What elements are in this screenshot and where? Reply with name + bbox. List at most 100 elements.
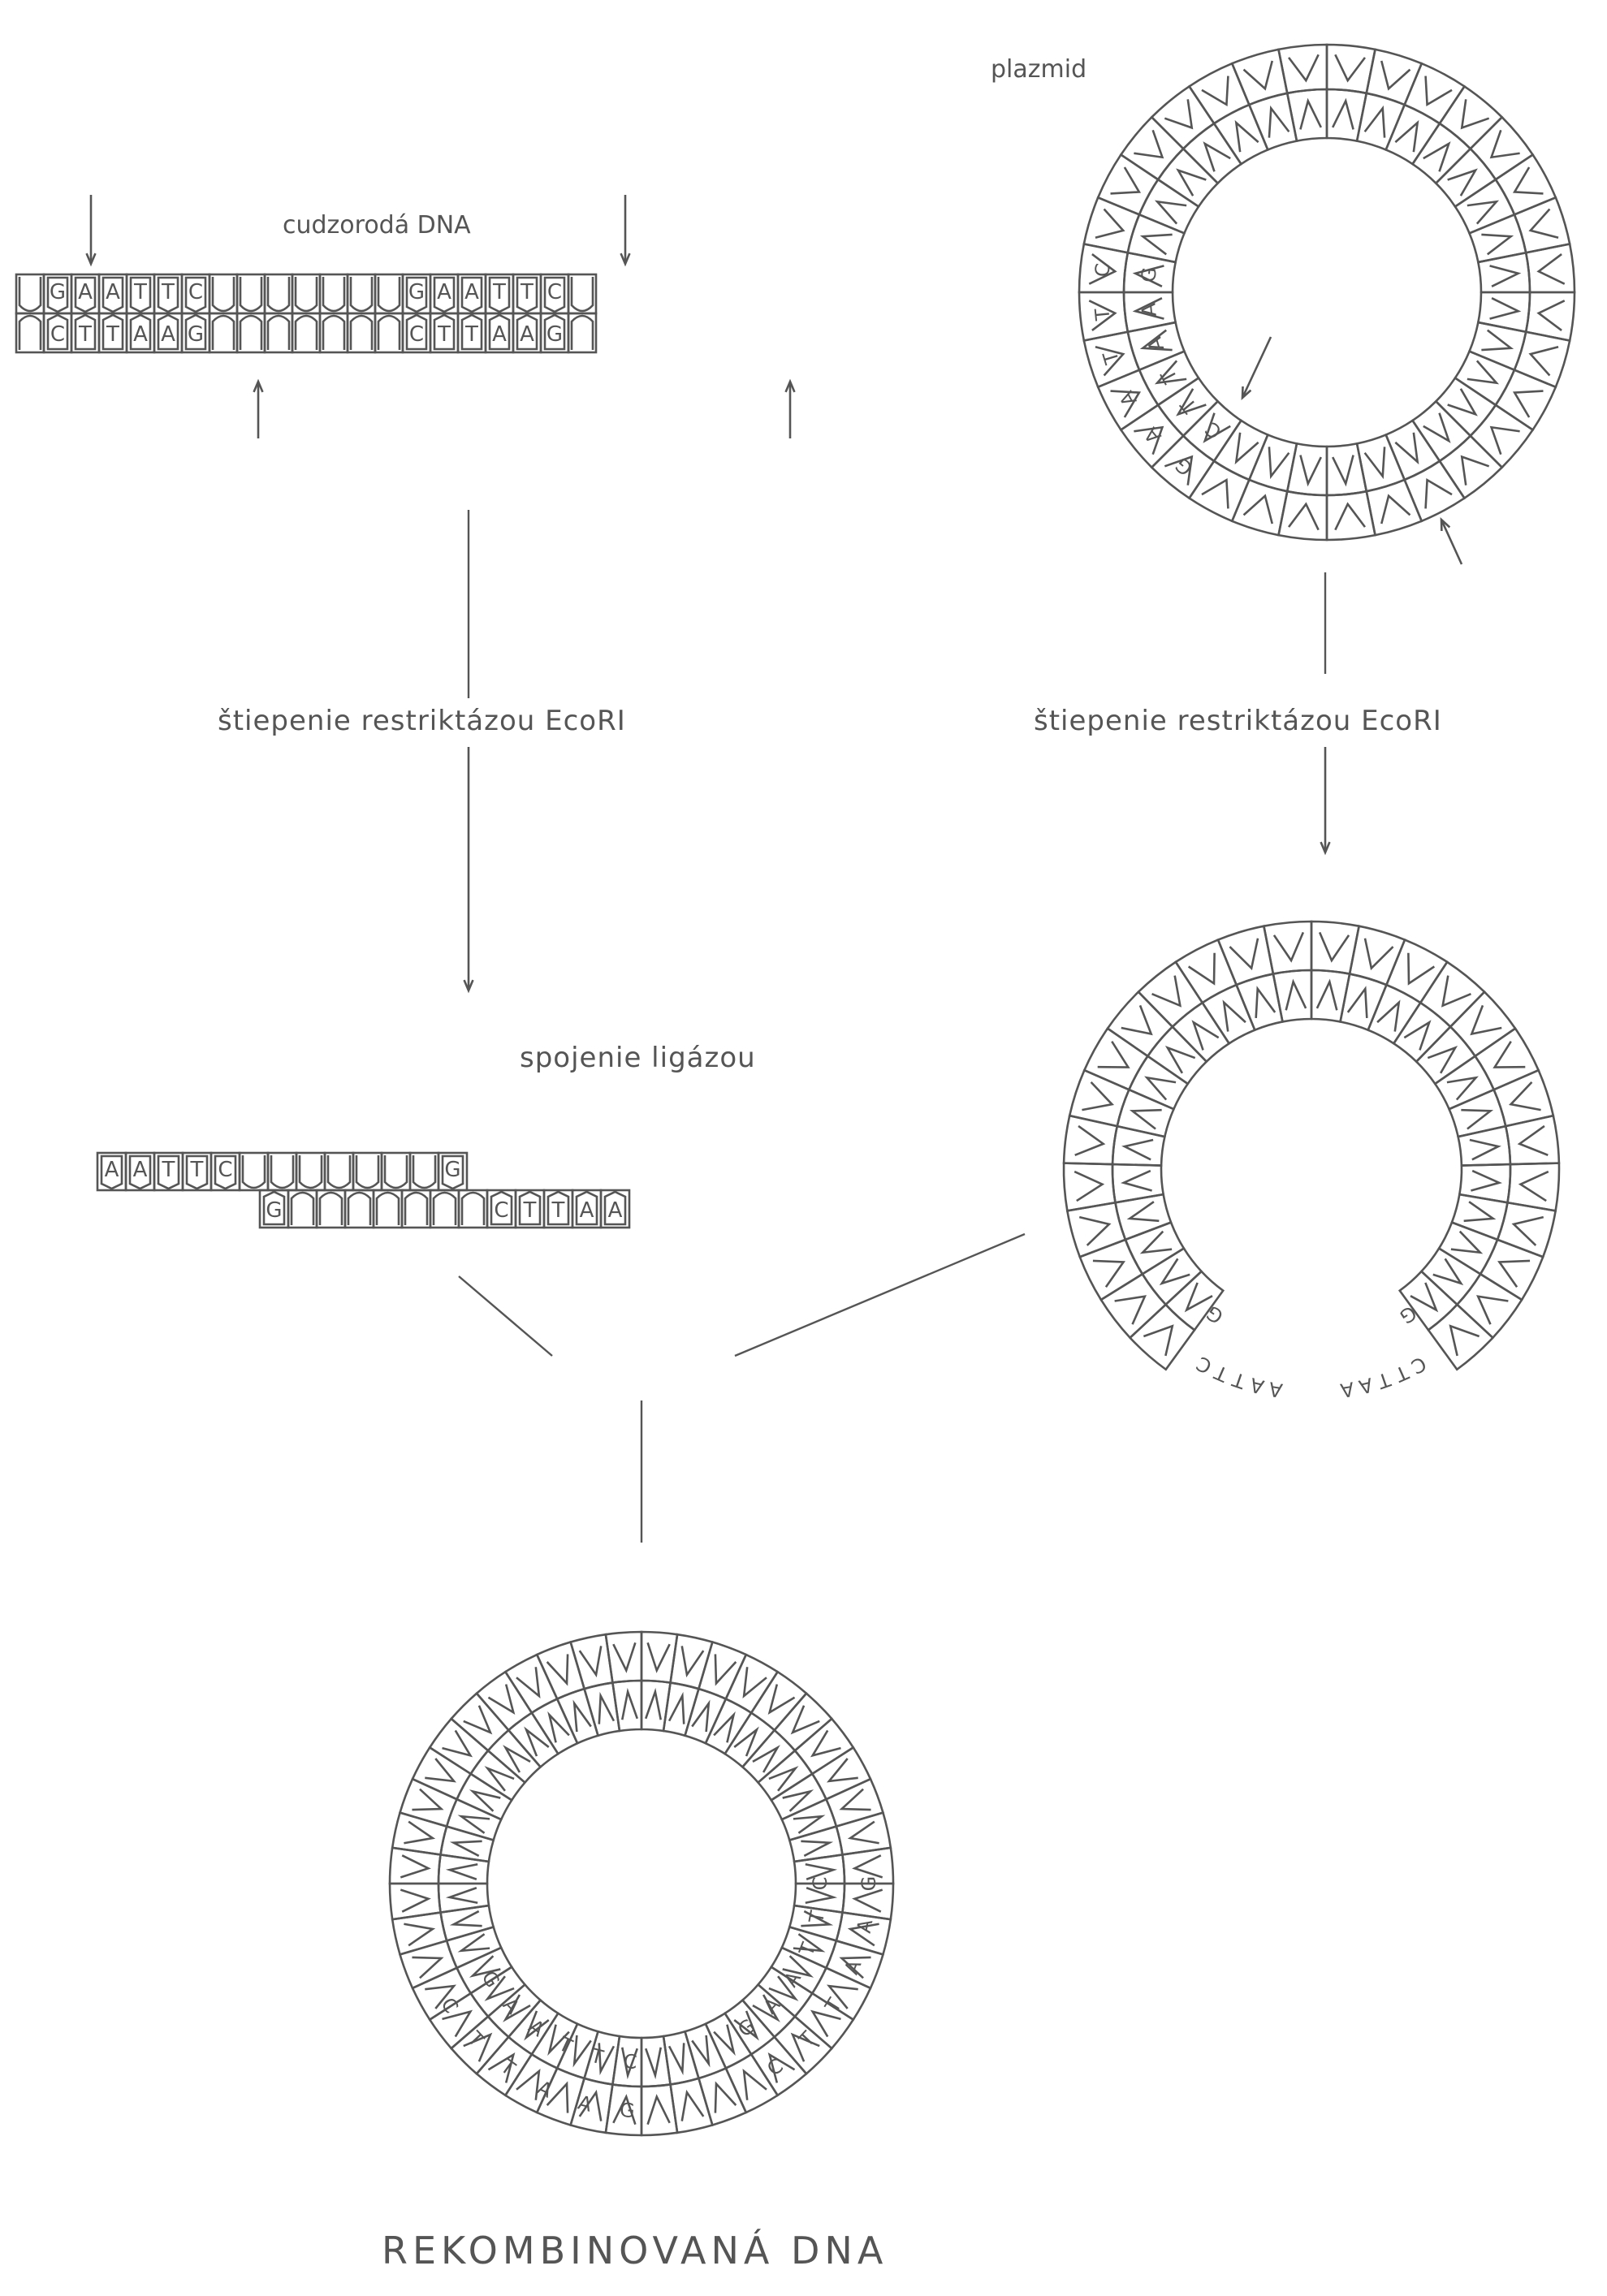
base-letter: T bbox=[162, 1158, 175, 1182]
ligation-label: spojenie ligázou bbox=[520, 1042, 756, 1074]
ring-cell bbox=[1367, 50, 1422, 105]
base-letter: A bbox=[840, 1957, 866, 1978]
ring-cell bbox=[1080, 1240, 1143, 1300]
base-letter: T bbox=[523, 1198, 537, 1223]
ring-cell bbox=[1176, 940, 1237, 1003]
base-letter: A bbox=[464, 280, 479, 304]
base-letter: A bbox=[78, 280, 93, 304]
base-letter: T bbox=[1391, 1360, 1412, 1386]
base-letter: A bbox=[161, 322, 175, 347]
ring-cell bbox=[1450, 992, 1515, 1056]
ring-cell bbox=[1386, 421, 1440, 480]
ring-cell bbox=[1449, 1090, 1506, 1137]
ligation-line-plasmid bbox=[735, 1234, 1025, 1356]
base-letter: A bbox=[520, 322, 534, 347]
ring-cell bbox=[706, 1699, 751, 1754]
base-letter: G bbox=[188, 322, 204, 347]
base-letter: C bbox=[218, 1158, 232, 1182]
base-letter: T bbox=[794, 1940, 820, 1960]
ring-cell bbox=[1420, 962, 1484, 1027]
ring-cell bbox=[1190, 461, 1250, 521]
base-letter: C bbox=[494, 1198, 508, 1223]
ring-cell bbox=[451, 2017, 509, 2074]
ring-cell bbox=[1151, 86, 1214, 149]
ring-cell bbox=[1101, 1274, 1166, 1337]
ring-cell bbox=[1064, 1116, 1117, 1164]
base-letter: A bbox=[1247, 1373, 1266, 1398]
ring-cell bbox=[1098, 155, 1158, 215]
base-letter: T bbox=[551, 1198, 565, 1223]
ring-cell bbox=[1496, 370, 1556, 430]
base-letter: A bbox=[608, 1198, 623, 1223]
ring-cell bbox=[451, 1694, 509, 1751]
base-letter: T bbox=[495, 2054, 519, 2080]
base-letter: T bbox=[492, 280, 506, 304]
cut-arrow-bottom-right bbox=[786, 382, 795, 438]
base-letter: G bbox=[477, 1967, 504, 1992]
foreign-dna-label: cudzorodá DNA bbox=[283, 211, 471, 240]
ring-cell bbox=[1327, 443, 1367, 495]
base-letter: A bbox=[1338, 1377, 1355, 1401]
cut-arrow-top-left bbox=[87, 195, 96, 264]
ring-cell bbox=[1327, 491, 1376, 540]
ring-cell bbox=[1440, 436, 1502, 498]
base-letter: A bbox=[1267, 1377, 1284, 1401]
ring-cell bbox=[1455, 179, 1514, 233]
ring-cell bbox=[775, 1694, 832, 1751]
opened-plasmid-ends: GCTTAAAATTCG bbox=[1193, 1301, 1430, 1401]
ring-cell bbox=[1203, 985, 1255, 1043]
ring-cell bbox=[685, 1689, 726, 1743]
base-letter: C bbox=[1193, 1352, 1216, 1379]
base-letter: T bbox=[1229, 1367, 1249, 1393]
base-letter: A bbox=[525, 2015, 549, 2042]
base-letter: G bbox=[1137, 266, 1161, 283]
ring-cell bbox=[1471, 405, 1533, 468]
ring-cell bbox=[642, 2084, 677, 2135]
ring-cell bbox=[1327, 89, 1367, 141]
ring-cell bbox=[612, 1681, 642, 1731]
ring-cell bbox=[1264, 921, 1311, 974]
ring-cell bbox=[1428, 1305, 1493, 1370]
base-letter: C bbox=[50, 322, 65, 347]
base-letter: A bbox=[133, 322, 148, 347]
cleavage-right-label: štiepenie restriktázou EcoRI bbox=[1034, 705, 1442, 737]
ring-cell bbox=[1458, 1126, 1510, 1165]
ring-cell bbox=[775, 2017, 832, 2074]
base-letter: T bbox=[805, 1909, 830, 1926]
ring-cell bbox=[1064, 1163, 1115, 1211]
cut-fragment-top: AATTCG bbox=[97, 1153, 467, 1190]
base-letter: A bbox=[492, 322, 507, 347]
base-letter: C bbox=[188, 280, 203, 304]
ring-cell bbox=[438, 1884, 489, 1913]
ring-cell bbox=[1138, 962, 1203, 1027]
plasmid-cut-arrow-lower bbox=[1441, 520, 1462, 564]
base-letter: C bbox=[1091, 262, 1115, 278]
base-letter: A bbox=[1139, 422, 1165, 447]
base-letter: G bbox=[1395, 1301, 1420, 1328]
opened-plasmid-ring bbox=[1064, 921, 1559, 1370]
cut-arrow-top-right bbox=[621, 195, 630, 264]
base-letter: T bbox=[1375, 1367, 1394, 1393]
ring-cell bbox=[1435, 1056, 1493, 1109]
base-letter: A bbox=[106, 280, 120, 304]
ring-cell bbox=[1214, 105, 1268, 164]
cut-arrow-bottom-left bbox=[254, 382, 263, 438]
base-letter: T bbox=[161, 280, 175, 304]
ring-cell bbox=[1478, 292, 1530, 332]
ring-cell bbox=[1232, 50, 1287, 105]
base-letter: T bbox=[437, 322, 451, 347]
ring-cell bbox=[1405, 63, 1465, 123]
base-letter: G bbox=[857, 1876, 880, 1892]
ring-cell bbox=[606, 1632, 642, 1683]
plasmid-label: plazmid bbox=[991, 55, 1086, 84]
ring-cell bbox=[1496, 155, 1556, 215]
process-arrow-left-2 bbox=[464, 747, 473, 990]
ring-cell bbox=[1084, 1029, 1147, 1090]
ring-cell bbox=[1367, 480, 1422, 535]
base-letter: G bbox=[546, 322, 563, 347]
ring-cell bbox=[447, 1799, 501, 1840]
